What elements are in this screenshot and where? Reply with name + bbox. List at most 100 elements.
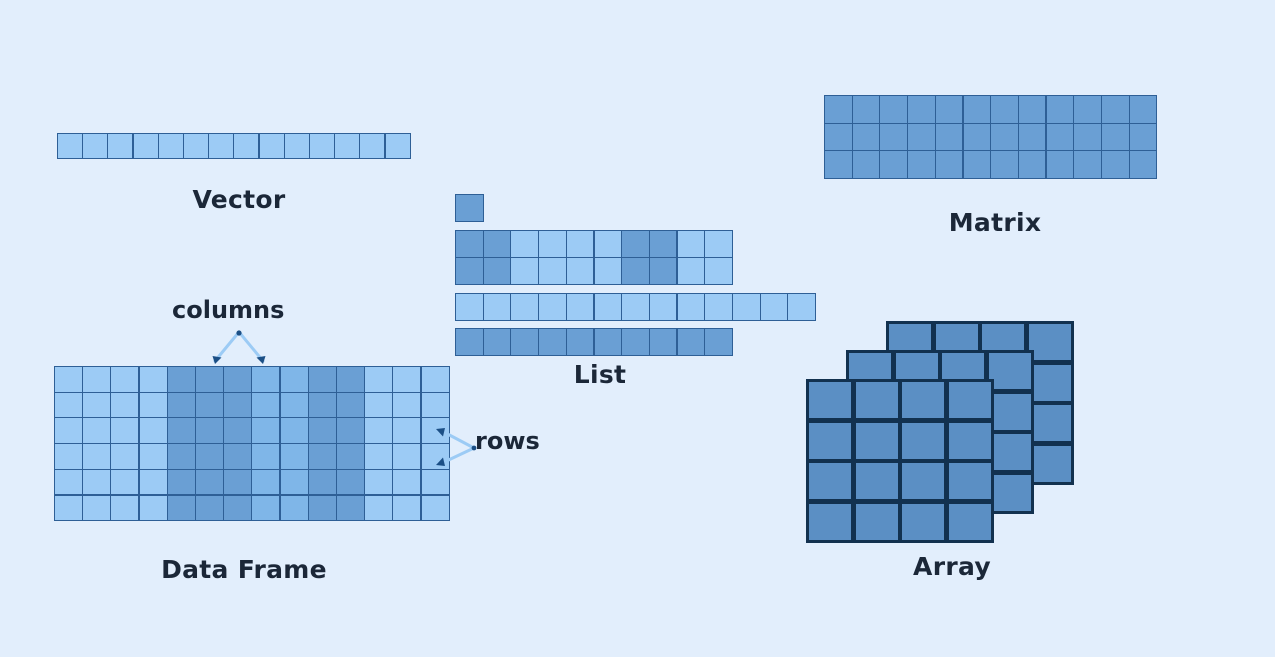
grid-cell [1045, 95, 1075, 124]
vector-caption: Vector [192, 185, 286, 214]
list-block-single-cell [455, 194, 484, 222]
grid-cell [132, 133, 159, 159]
grid-cell [82, 366, 112, 393]
grid-cell [565, 230, 595, 258]
grid-cell [166, 366, 196, 393]
grid-cell [336, 366, 366, 393]
grid-cell [907, 122, 936, 152]
grid-cell [510, 230, 539, 258]
grid-row [824, 150, 1158, 179]
grid-row [455, 293, 816, 321]
grid-cell [1101, 150, 1130, 179]
grid-cell [852, 500, 901, 543]
grid-cell [183, 133, 210, 159]
grid-cell [510, 293, 539, 321]
grid-cell [110, 391, 140, 419]
grid-cell [538, 328, 567, 356]
grid-row [806, 379, 994, 421]
grid-cell [759, 293, 789, 321]
grid-cell [166, 494, 196, 522]
grid-cell [384, 133, 411, 159]
grid-row [54, 494, 450, 522]
grid-cell [110, 443, 140, 470]
array-structure [806, 321, 1156, 543]
grid-cell [1045, 122, 1075, 152]
grid-row [806, 419, 994, 462]
grid-cell [962, 122, 992, 152]
grid-cell [223, 417, 253, 444]
grid-cell [223, 468, 253, 496]
grid-row [455, 328, 733, 356]
grid-cell [420, 443, 450, 470]
grid-cell [138, 391, 168, 419]
grid-cell [593, 293, 623, 321]
grid-cell [233, 133, 260, 159]
grid-cell [392, 443, 422, 470]
grid-row [824, 122, 1158, 152]
grid-cell [482, 257, 512, 286]
grid-cell [1101, 122, 1130, 152]
list-block-medium-row [455, 328, 733, 356]
grid-row [57, 133, 411, 159]
grid-cell [990, 150, 1019, 179]
grid-cell [852, 460, 901, 502]
dataframe-structure [54, 366, 450, 522]
matrix-structure [824, 95, 1158, 179]
grid-cell [621, 257, 650, 286]
grid-cell [54, 494, 83, 522]
grid-cell [336, 443, 366, 470]
grid-cell [251, 443, 281, 470]
grid-cell [82, 468, 112, 496]
grid-cell [54, 417, 83, 444]
grid-cell [420, 494, 450, 522]
grid-cell [279, 443, 309, 470]
grid-cell [82, 443, 112, 470]
grid-cell [251, 391, 281, 419]
grid-cell [138, 443, 168, 470]
grid-cell [279, 468, 309, 496]
grid-cell [676, 293, 706, 321]
grid-cell [364, 366, 394, 393]
grid-cell [907, 95, 936, 124]
grid-cell [251, 366, 281, 393]
grid-cell [482, 328, 512, 356]
grid-cell [1017, 122, 1047, 152]
grid-cell [392, 417, 422, 444]
grid-cell [648, 257, 678, 286]
grid-cell [851, 95, 881, 124]
grid-cell [1045, 150, 1075, 179]
grid-cell [223, 443, 253, 470]
grid-cell [455, 257, 484, 286]
grid-cell [482, 230, 512, 258]
grid-cell [899, 419, 947, 462]
grid-cell [82, 417, 112, 444]
grid-cell [565, 257, 595, 286]
grid-cell [538, 230, 567, 258]
grid-cell [1017, 95, 1047, 124]
grid-cell [166, 417, 196, 444]
grid-cell [1101, 95, 1130, 124]
grid-cell [879, 122, 908, 152]
grid-cell [110, 366, 140, 393]
grid-cell [455, 230, 484, 258]
grid-cell [420, 366, 450, 393]
grid-cell [1073, 122, 1102, 152]
dataframe-caption: Data Frame [161, 555, 327, 584]
grid-cell [934, 95, 964, 124]
grid-cell [704, 328, 733, 356]
grid-cell [279, 391, 309, 419]
grid-cell [538, 257, 567, 286]
grid-cell [851, 150, 881, 179]
grid-row [54, 391, 450, 419]
grid-cell [392, 366, 422, 393]
grid-cell [110, 494, 140, 522]
grid-cell [309, 133, 336, 159]
grid-row [455, 194, 484, 222]
grid-cell [985, 390, 1034, 433]
list-caption: List [573, 360, 627, 389]
grid-cell [195, 391, 225, 419]
grid-cell [392, 468, 422, 496]
grid-cell [364, 391, 394, 419]
grid-cell [195, 468, 225, 496]
grid-cell [510, 257, 539, 286]
